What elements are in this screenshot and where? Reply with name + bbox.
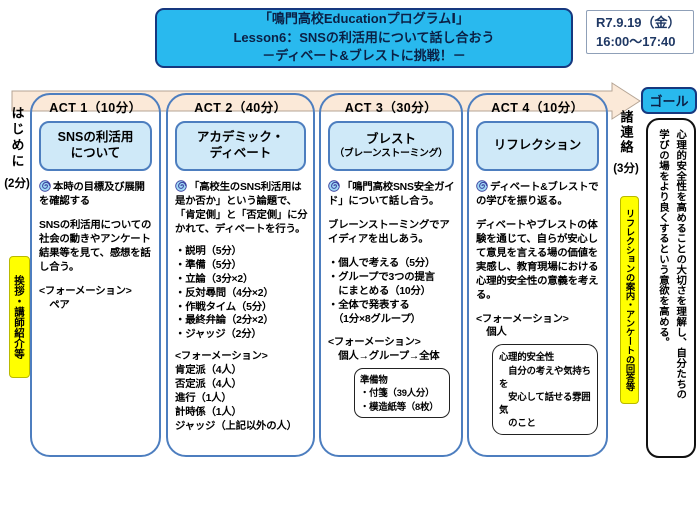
- title-banner: 「鳴門高校EducationプログラムⅠ」 Lesson6：SNSの利活用につい…: [155, 8, 573, 68]
- formation-value: 個人: [476, 327, 507, 339]
- intro-label: はじめに (2分): [1, 106, 33, 191]
- act1-goal: 本時の目標及び展開を確認する: [39, 182, 145, 207]
- act2-steps: ・説明（5分） ・準備（5分） ・立論（3分×2） ・反対尋問（4分×2） ・作…: [175, 245, 274, 341]
- act3-title-line2: （ブレーンストーミング）: [334, 147, 448, 159]
- act3-title-box: ブレスト （ブレーンストーミング）: [328, 121, 454, 171]
- act2-title-line1: アカデミック・: [196, 130, 285, 145]
- act1-description: SNSの利活用についての社会の動きやアンケート結果等を見て、感想を話し合う。: [39, 219, 152, 273]
- formation-label: <フォーメーション>: [39, 285, 132, 297]
- act4-title-box: リフレクション: [476, 121, 599, 171]
- intro-note: 挨拶・講師紹介等: [9, 256, 30, 378]
- act3-formation: <フォーメーション> 個人→グループ→全体: [328, 336, 456, 364]
- schedule-date: R7.9.19（金）: [596, 15, 681, 30]
- formation-label: <フォーメーション>: [328, 337, 421, 349]
- act3-steps: ・個人で考える（5分） ・グループで3つの提言 にまとめる（10分） ・全体で発…: [328, 257, 436, 325]
- title-line2: Lesson6：SNSの利活用について話し合おう: [233, 29, 495, 45]
- act3-materials-box: 準備物 ・付箋（39人分） ・模造紙等（8枚）: [354, 368, 450, 418]
- spiral-icon: [328, 180, 340, 192]
- act2-column: ACT 2（40分） アカデミック・ ディベート 「高校生のSNS利活用は是か否…: [166, 93, 315, 457]
- act4-header: ACT 4（10分）: [491, 101, 584, 115]
- intro-note-text: 挨拶・講師紹介等: [13, 275, 25, 359]
- formation-label: <フォーメーション>: [476, 313, 569, 325]
- formation-value: 個人→グループ→全体: [328, 351, 440, 363]
- goal-statement-box: 心理的安全性を高めることの大切さを理解し、自分たちの 学びの場をより良くするとい…: [646, 118, 696, 458]
- act3-goal: 「鳴門高校SNS安全ガイド」について話し合う。: [328, 182, 455, 207]
- act1-title-line1: SNSの利活用: [57, 130, 134, 145]
- spiral-icon: [39, 180, 51, 192]
- act2-header: ACT 2（40分）: [194, 101, 287, 115]
- schedule-time: 16:00～17:40: [596, 33, 676, 49]
- act1-title-line2: について: [70, 146, 121, 160]
- intro-label-text: はじめに: [9, 106, 25, 170]
- act4-psych-safety-note: 心理的安全性 自分の考えや気持ちを 安心して話せる雰囲気 のこと: [492, 344, 598, 436]
- act4-formation: <フォーメーション> 個人: [476, 313, 601, 341]
- formation-label: <フォーメーション>: [175, 351, 268, 363]
- act2-body: 「高校生のSNS利活用は是か否か」という論題で、「肯定側」と「否定側」に分かれて…: [168, 171, 313, 434]
- act2-title-box: アカデミック・ ディベート: [175, 121, 306, 171]
- spiral-icon: [476, 180, 488, 192]
- act4-body: ディベート&ブレストでの学びを振り返る。 ディベートやブレストの体験を通じて、自…: [469, 171, 606, 436]
- closing-duration: (3分): [613, 163, 639, 175]
- act3-header: ACT 3（30分）: [344, 101, 438, 115]
- schedule-box: R7.9.19（金） 16:00～17:40: [586, 10, 694, 54]
- closing-label: 諸連絡 (3分): [609, 110, 643, 176]
- act3-title-line1: ブレスト: [365, 132, 416, 147]
- formation-value: ペア: [39, 299, 70, 311]
- act4-title-line1: リフレクション: [493, 138, 582, 153]
- formation-value: 肯定派（4人） 否定派（4人） 進行（1人） 計時係（1人） ジャッジ（上記以外…: [175, 365, 297, 432]
- act2-formation: <フォーメーション> 肯定派（4人） 否定派（4人） 進行（1人） 計時係（1人）…: [175, 350, 308, 434]
- closing-label-text: 諸連絡: [618, 110, 634, 155]
- act3-body: 「鳴門高校SNS安全ガイド」について話し合う。 ブレーンストーミングでアイディア…: [321, 171, 461, 418]
- act4-description: ディベートやブレストの体験を通じて、自らが安心して意見を言える場の価値を実感し、…: [476, 219, 599, 301]
- closing-note-text: リフレクションの案内・アンケートの回答等: [624, 209, 635, 391]
- title-line1: 「鳴門高校EducationプログラムⅠ」: [258, 10, 470, 26]
- intro-duration: (2分): [4, 178, 30, 190]
- act2-title-line2: ディベート: [209, 146, 272, 160]
- act1-formation: <フォーメーション> ペア: [39, 285, 154, 313]
- closing-note: リフレクションの案内・アンケートの回答等: [620, 196, 639, 404]
- act4-column: ACT 4（10分） リフレクション ディベート&ブレストでの学びを振り返る。 …: [467, 93, 608, 457]
- goal-badge: ゴール: [641, 87, 697, 114]
- act4-goal: ディベート&ブレストでの学びを振り返る。: [476, 182, 599, 207]
- goal-statement-text: 心理的安全性を高めることの大切さを理解し、自分たちの 学びの場をより良くするとい…: [657, 129, 686, 400]
- spiral-icon: [175, 180, 187, 192]
- act1-title-box: SNSの利活用 について: [39, 121, 152, 171]
- act3-description: ブレーンストーミングでアイディアを出しあう。: [328, 219, 450, 245]
- title-line3: －ディベート&ブレストに挑戦！－: [262, 48, 466, 64]
- act1-header: ACT 1（10分）: [49, 101, 142, 115]
- goal-badge-label: ゴール: [649, 94, 689, 109]
- act2-goal: 「高校生のSNS利活用は是か否か」という論題で、「肯定側」と「否定側」に分かれて…: [175, 182, 308, 235]
- act1-column: ACT 1（10分） SNSの利活用 について 本時の目標及び展開を確認する S…: [30, 93, 161, 457]
- act1-body: 本時の目標及び展開を確認する SNSの利活用についての社会の動きやアンケート結果…: [32, 171, 159, 313]
- act3-column: ACT 3（30分） ブレスト （ブレーンストーミング） 「鳴門高校SNS安全ガ…: [319, 93, 463, 457]
